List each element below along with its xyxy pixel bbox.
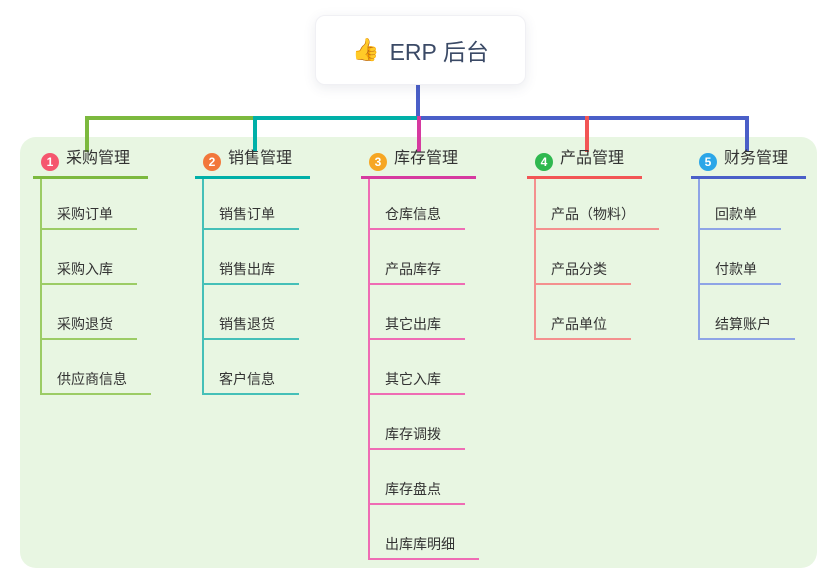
- child-node[interactable]: 其它出库: [368, 316, 465, 340]
- branch-number-badge: 5: [699, 153, 717, 171]
- branch-number-badge: 2: [203, 153, 221, 171]
- child-node[interactable]: 产品单位: [534, 316, 631, 340]
- child-node[interactable]: 库存调拨: [368, 426, 465, 450]
- child-node[interactable]: 销售订单: [202, 206, 299, 230]
- branch-title: 库存管理: [394, 150, 459, 167]
- child-node[interactable]: 客户信息: [202, 371, 299, 395]
- branch-drop-connector: [253, 116, 257, 152]
- child-node[interactable]: 库存盘点: [368, 481, 465, 505]
- branch-node[interactable]: 4 产品管理: [527, 148, 643, 179]
- branch-column: 2 销售管理销售订单销售出库销售退货客户信息: [195, 144, 311, 395]
- branch-node[interactable]: 2 销售管理: [195, 148, 311, 179]
- trunk-segment-teal: [253, 116, 417, 120]
- root-title: ERP 后台: [389, 39, 489, 65]
- branch-node[interactable]: 5 财务管理: [691, 148, 807, 179]
- child-node[interactable]: 产品（物料）: [534, 206, 659, 230]
- child-node[interactable]: 回款单: [698, 206, 781, 230]
- branch-title: 销售管理: [228, 150, 293, 167]
- child-node[interactable]: 仓库信息: [368, 206, 465, 230]
- branch-number-badge: 4: [535, 153, 553, 171]
- child-node[interactable]: 结算账户: [698, 316, 795, 340]
- branch-number-badge: 3: [369, 153, 387, 171]
- child-node[interactable]: 采购入库: [40, 261, 137, 285]
- branch-column: 1 采购管理采购订单采购入库采购退货供应商信息: [33, 144, 151, 395]
- child-node[interactable]: 付款单: [698, 261, 781, 285]
- thumbs-up-icon: 👍: [352, 37, 380, 62]
- child-node[interactable]: 采购退货: [40, 316, 137, 340]
- root-node[interactable]: 👍 ERP 后台: [315, 15, 526, 85]
- trunk-segment-blue: [417, 116, 749, 120]
- child-node[interactable]: 产品分类: [534, 261, 631, 285]
- branch-drop-connector: [585, 116, 589, 152]
- trunk-segment-green: [85, 116, 253, 120]
- child-node[interactable]: 产品库存: [368, 261, 465, 285]
- branch-drop-connector: [745, 116, 749, 152]
- branch-title: 采购管理: [66, 150, 131, 167]
- child-node[interactable]: 销售出库: [202, 261, 299, 285]
- branch-child-connector: [534, 179, 536, 340]
- branch-child-connector: [40, 179, 42, 395]
- branch-node[interactable]: 3 库存管理: [361, 148, 477, 179]
- child-node[interactable]: 其它入库: [368, 371, 465, 395]
- branch-title: 财务管理: [724, 150, 789, 167]
- branch-drop-connector: [85, 116, 89, 152]
- child-node[interactable]: 出库库明细: [368, 536, 479, 560]
- branch-number-badge: 1: [41, 153, 59, 171]
- root-connector-vertical: [416, 83, 420, 120]
- branch-column: 3 库存管理仓库信息产品库存其它出库其它入库库存调拨库存盘点出库库明细: [361, 144, 479, 560]
- branch-column: 4 产品管理产品（物料） 产品分类产品单位: [527, 144, 659, 340]
- branch-child-connector: [368, 179, 370, 560]
- branch-node[interactable]: 1 采购管理: [33, 148, 149, 179]
- background-panel: [20, 137, 817, 568]
- child-node[interactable]: 销售退货: [202, 316, 299, 340]
- child-node[interactable]: 供应商信息: [40, 371, 151, 395]
- branch-child-connector: [698, 179, 700, 340]
- branch-column: 5 财务管理回款单付款单结算账户: [691, 144, 807, 340]
- branch-child-connector: [202, 179, 204, 395]
- branch-drop-connector: [417, 116, 421, 152]
- branch-title: 产品管理: [560, 150, 625, 167]
- child-node[interactable]: 采购订单: [40, 206, 137, 230]
